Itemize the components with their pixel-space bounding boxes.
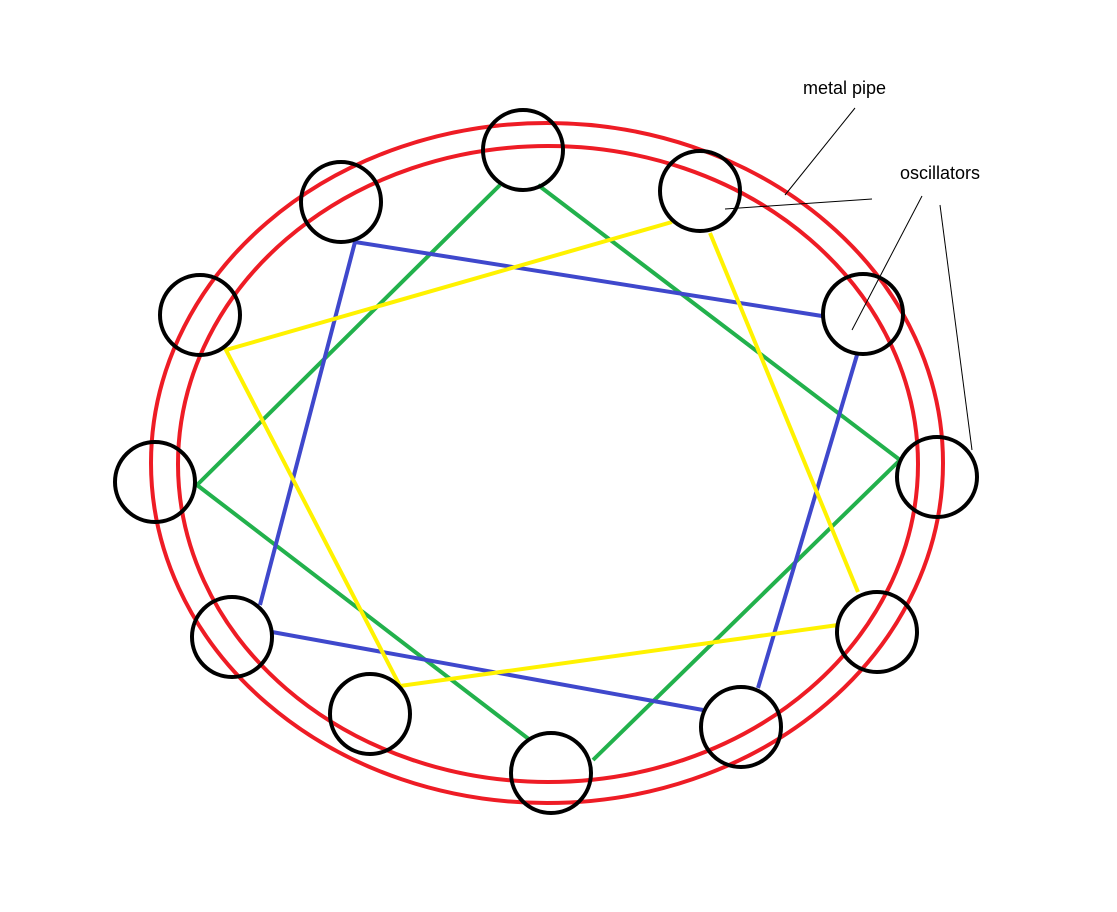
oscillator	[328, 672, 412, 756]
oscillator	[299, 160, 383, 244]
metal-pipe-label: metal pipe	[803, 78, 887, 98]
oscillator	[895, 435, 979, 519]
blue-line	[258, 239, 823, 606]
metal-pipe-leader	[784, 107, 856, 196]
pipe-outer-wall	[149, 121, 945, 805]
oscillators-leader	[724, 198, 873, 210]
yellow-line	[223, 220, 839, 689]
pipe-inner-wall	[176, 144, 920, 784]
oscillator	[821, 272, 905, 356]
blue-line	[756, 354, 859, 689]
leader-lines	[724, 107, 973, 451]
oscillators-label: oscillators	[900, 163, 981, 183]
oscillator	[113, 440, 197, 524]
oscillators	[113, 108, 979, 815]
oscillator	[158, 273, 242, 357]
blue-connections	[258, 239, 859, 712]
green-line	[536, 183, 904, 762]
oscillator	[835, 590, 919, 674]
oscillator	[509, 731, 593, 815]
blue-line	[271, 630, 704, 712]
yellow-line	[708, 232, 860, 593]
oscillator	[481, 108, 565, 192]
oscillators-leader	[851, 195, 923, 331]
yellow-connections	[223, 220, 860, 689]
green-line	[193, 183, 532, 742]
oscillator	[699, 685, 783, 769]
metal-pipe	[149, 121, 945, 805]
oscillator	[658, 149, 742, 233]
oscillators-leader	[939, 204, 973, 451]
oscillator	[190, 595, 274, 679]
